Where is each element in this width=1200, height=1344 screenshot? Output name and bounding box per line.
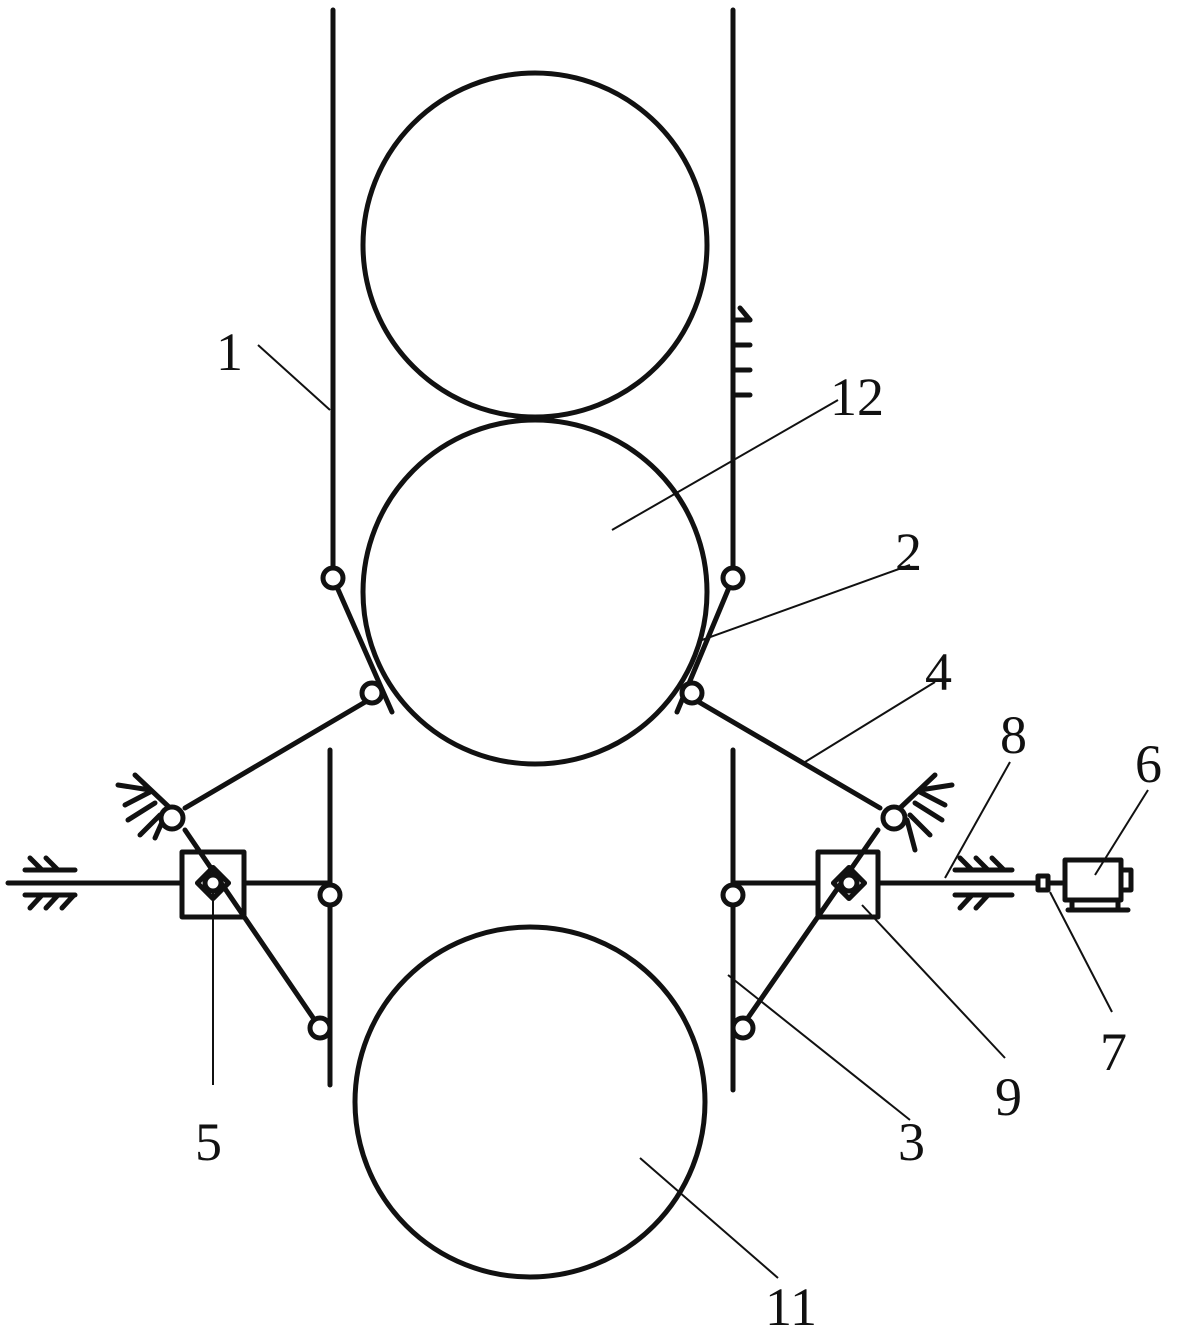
left-upper-pin [320, 565, 346, 591]
right-slider-diamond [830, 864, 868, 902]
label-5: 5 [195, 1112, 222, 1172]
bottom-roll-11 [352, 924, 708, 1280]
right-shaft-fixed-support [952, 855, 1015, 911]
label-2: 2 [895, 522, 922, 582]
label-11: 11 [765, 1277, 817, 1337]
label-3: 3 [898, 1112, 925, 1172]
left-plate-middle-pin [317, 882, 343, 908]
left-spring-symbol [115, 772, 173, 841]
middle-roll-12 [360, 417, 710, 767]
left-plate-lower-pin [307, 1015, 333, 1041]
left-shaft-fixed-support [22, 855, 78, 911]
right-blade-link-pin [679, 680, 705, 706]
right-link-4 [689, 695, 883, 811]
left-spring-pin [158, 804, 186, 832]
label-9: 9 [995, 1067, 1022, 1127]
right-slider-pin [838, 872, 860, 894]
label-6: 6 [1135, 734, 1162, 794]
right-diagonal-link [740, 827, 881, 1028]
left-slider-diamond [194, 864, 232, 902]
right-spring-symbol [897, 772, 955, 853]
right-plate-fixed-support [730, 305, 753, 398]
right-spring-pin [880, 804, 908, 832]
leader-1 [257, 344, 331, 411]
label-8: 8 [1000, 705, 1027, 765]
leader-6 [1094, 789, 1149, 876]
left-slider-pin [202, 872, 224, 894]
leader-11 [639, 1157, 779, 1279]
right-plate-lower-pin [730, 1015, 756, 1041]
top-roll [360, 70, 710, 420]
leader-7 [1049, 891, 1113, 1013]
left-link-4 [182, 695, 375, 811]
leader-3 [727, 974, 911, 1121]
right-plate-middle-pin [720, 882, 746, 908]
leader-8 [944, 761, 1011, 879]
label-7: 7 [1100, 1022, 1127, 1082]
motor-6 [1062, 857, 1134, 913]
leader-9 [861, 904, 1006, 1059]
label-12: 12 [830, 367, 884, 427]
coupling-7 [1035, 873, 1065, 893]
right-upper-pin [720, 565, 746, 591]
leader-12 [611, 399, 839, 531]
left-diagonal-link [182, 827, 321, 1028]
leader-4 [804, 681, 936, 763]
label-4: 4 [925, 642, 952, 702]
leader-2 [701, 564, 911, 641]
label-1: 1 [216, 322, 243, 382]
left-blade-link-pin [359, 680, 385, 706]
